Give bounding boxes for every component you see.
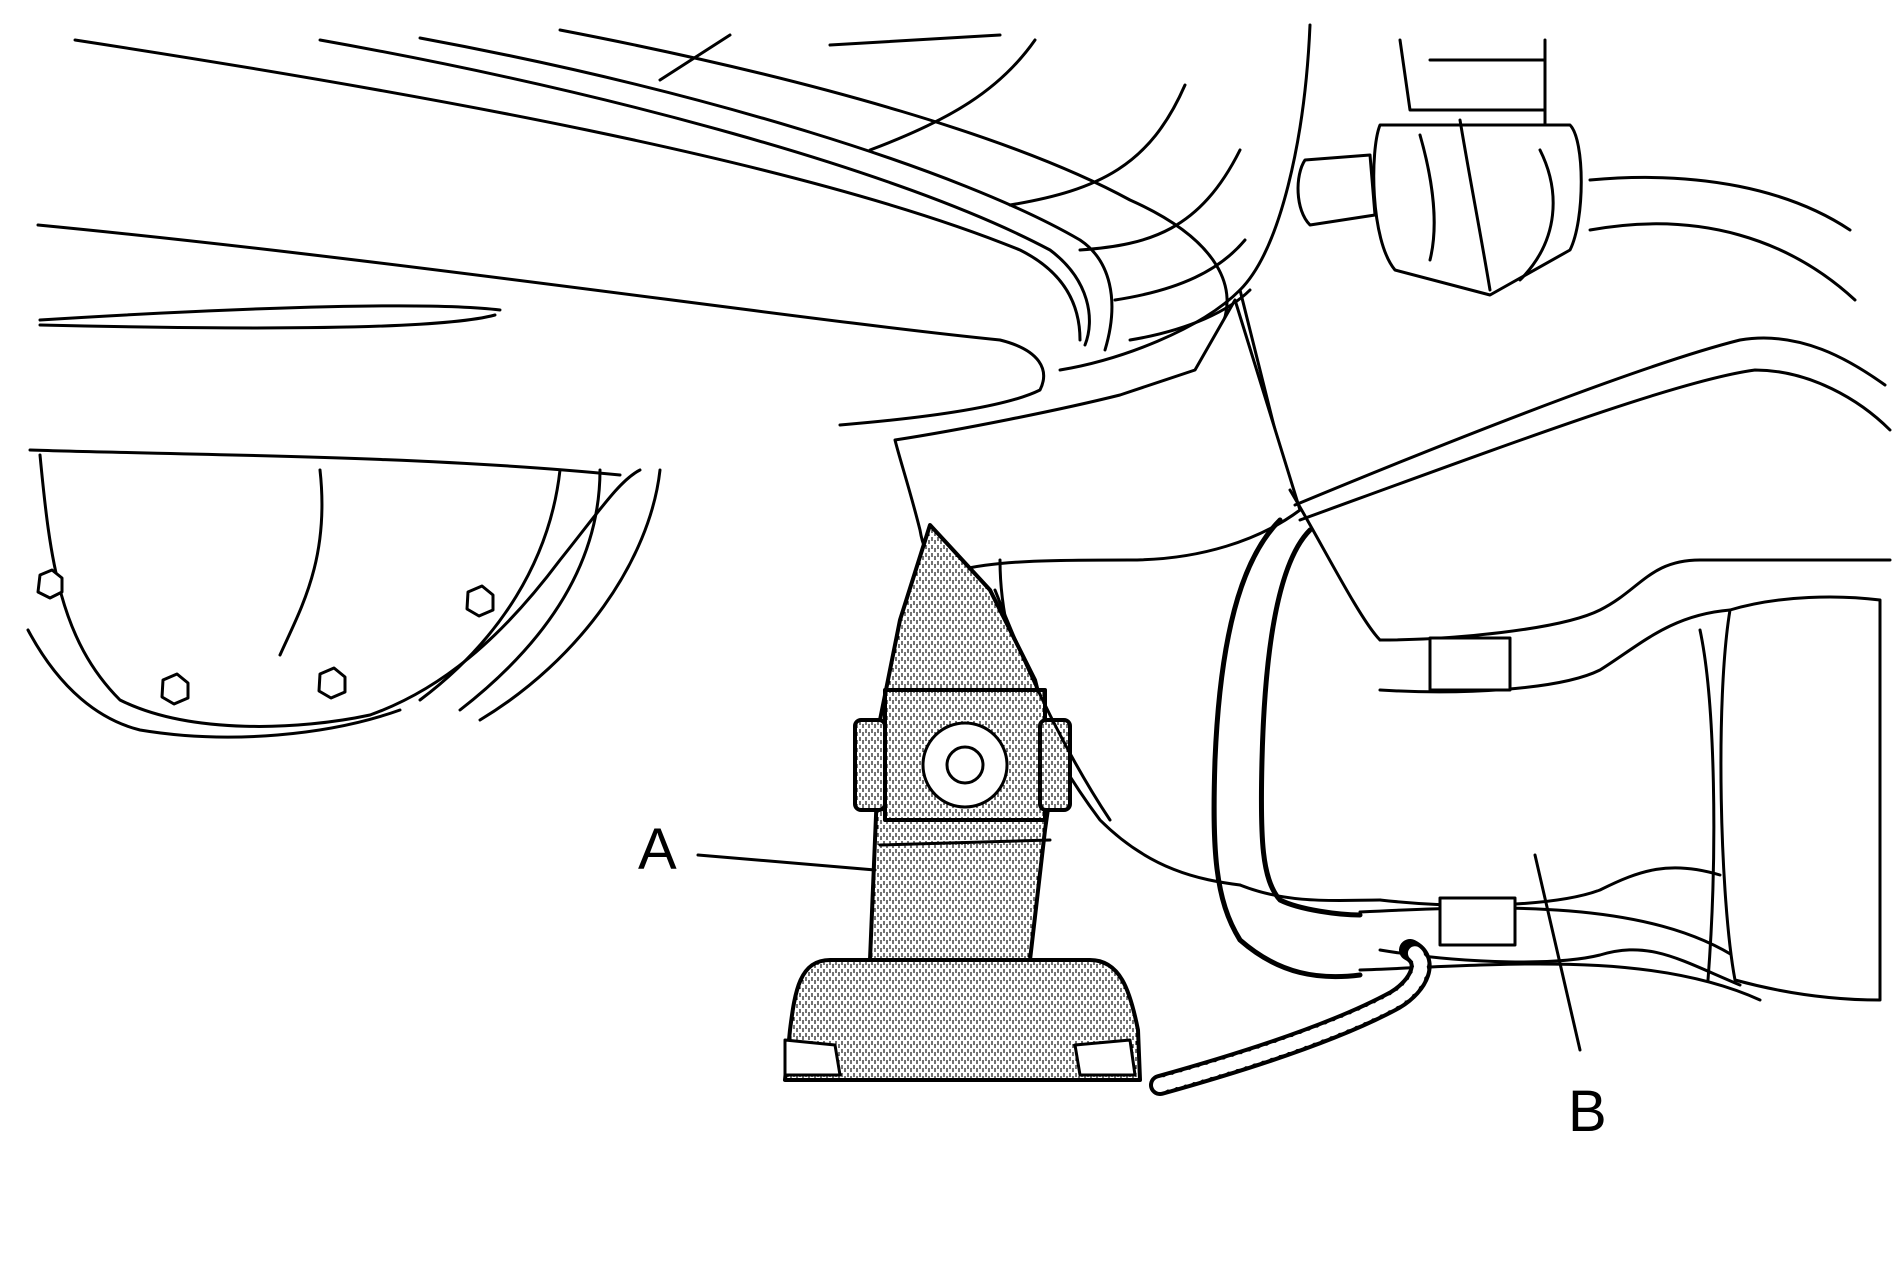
- differential-cover: [26, 448, 662, 739]
- callout-label-b: B: [1568, 1079, 1607, 1144]
- underbody-panels: [36, 23, 1312, 492]
- callout-label-a: A: [638, 817, 677, 882]
- exhaust-pipe: [1238, 488, 1892, 1002]
- transmission-mount: [783, 523, 1142, 1082]
- upper-bushing-bracket: [1296, 38, 1857, 302]
- cover-bolt-icon: [36, 568, 495, 706]
- line-bundle: [1211, 336, 1892, 1002]
- wiring-harness: [1149, 939, 1432, 1096]
- callout-leaders: [696, 853, 1582, 1052]
